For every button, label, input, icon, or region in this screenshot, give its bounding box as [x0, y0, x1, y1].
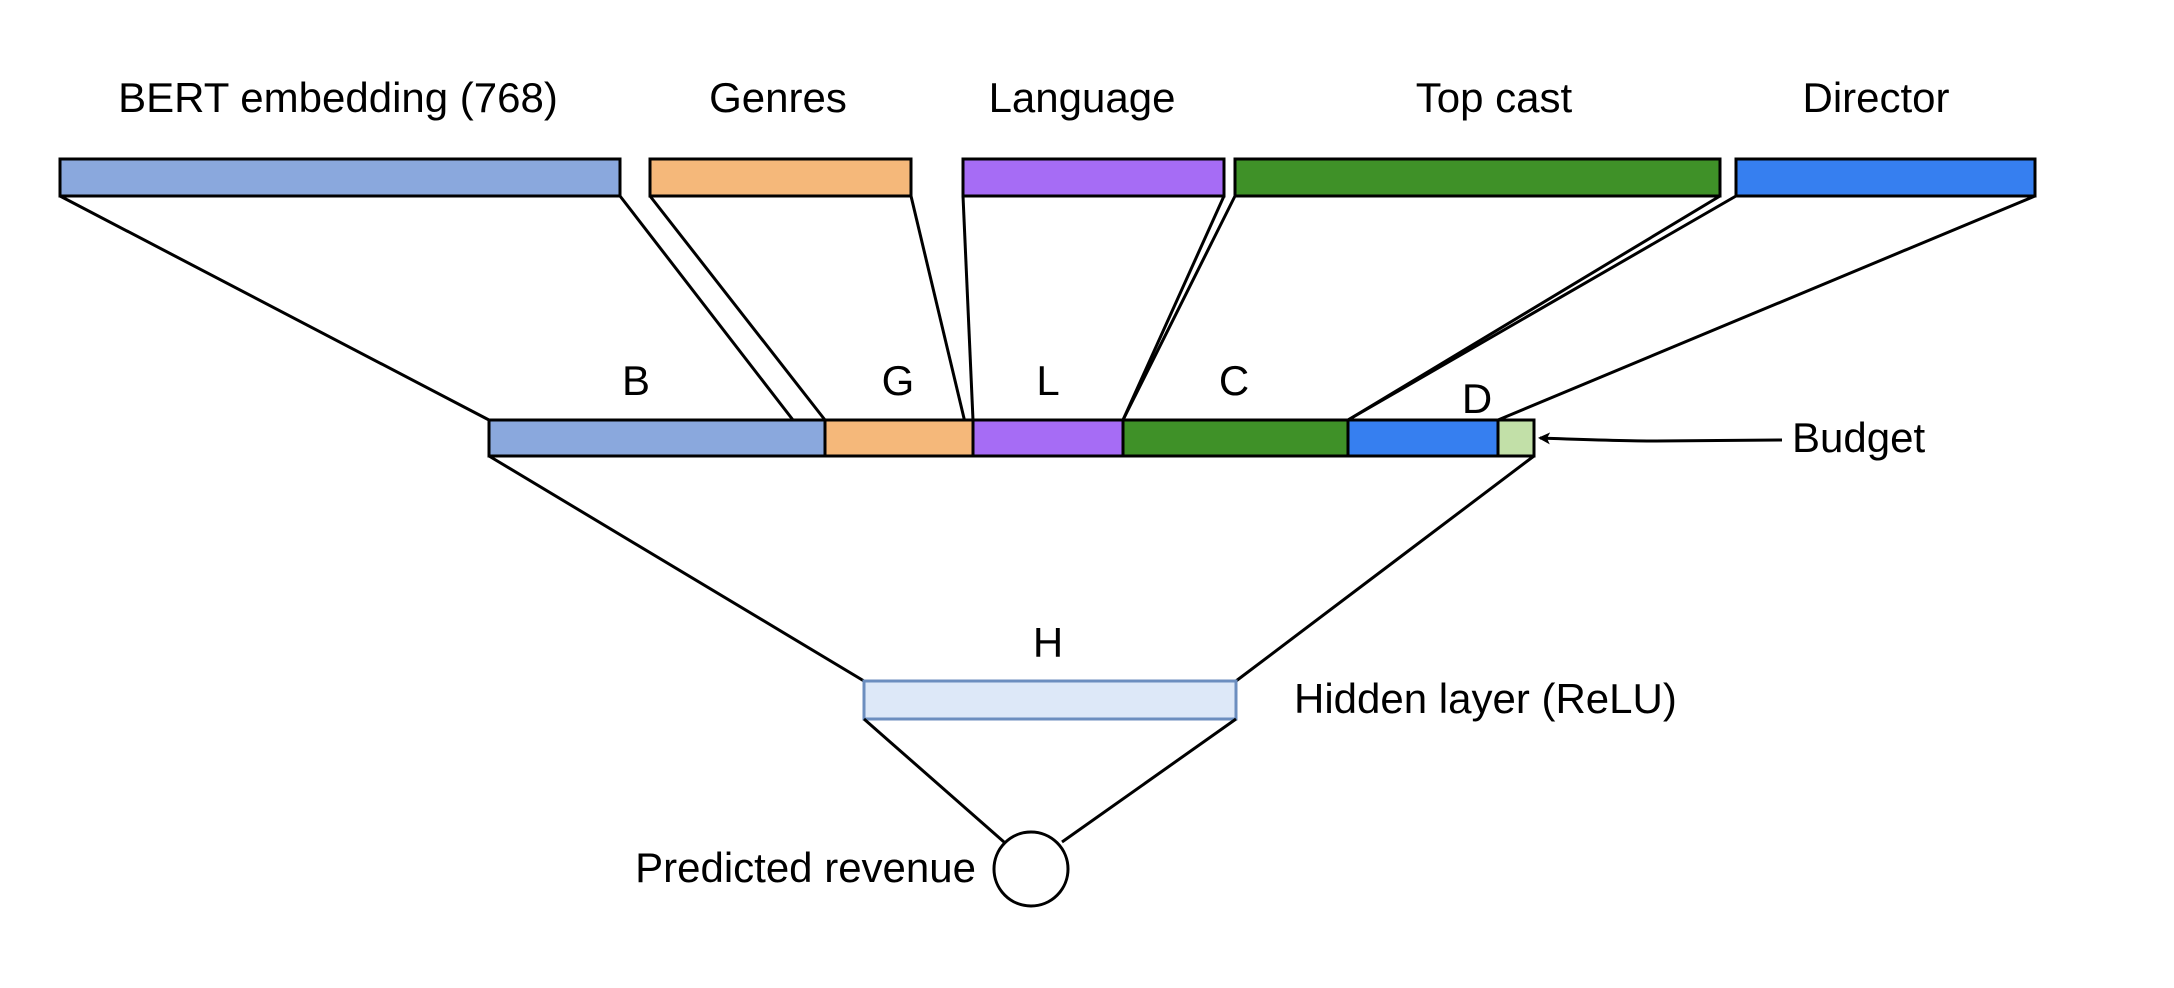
segment-d — [1346, 418, 1500, 458]
genres-bar — [648, 157, 913, 198]
segment-g — [823, 418, 975, 458]
director-projection-right — [1497, 194, 2036, 422]
hidden-layer-description: Hidden layer (ReLU) — [1294, 675, 1677, 722]
bert-embedding-bar — [58, 157, 622, 198]
language-bar — [961, 157, 1226, 198]
output-label: Predicted revenue — [635, 844, 976, 891]
hidden-layer-letter: H — [1033, 619, 1063, 666]
genres-label: Genres — [709, 74, 847, 121]
hidden-to-output-left — [863, 717, 1005, 844]
bert-embedding-label: BERT embedding (768) — [118, 74, 558, 121]
segment-l-label: L — [1036, 357, 1059, 404]
bert-projection-left — [59, 194, 490, 422]
segment-c-label: C — [1219, 357, 1249, 404]
combined-to-hidden-left — [488, 454, 865, 683]
language-projection-right — [1121, 195, 1226, 421]
segment-d-label: D — [1462, 375, 1492, 422]
hidden-to-output-right — [1061, 717, 1237, 844]
bert-projection-right — [618, 195, 795, 421]
director-bar — [1734, 157, 2037, 198]
combined-to-hidden-right — [1235, 454, 1535, 683]
output-node — [992, 830, 1070, 908]
budget-arrow — [1538, 432, 1783, 445]
hidden-layer-bar — [862, 679, 1238, 721]
genres-projection-left — [648, 195, 827, 421]
director-label: Director — [1802, 74, 1949, 121]
segment-budget — [1496, 418, 1536, 458]
segment-b-label: B — [622, 357, 650, 404]
projection-lines — [59, 194, 2036, 457]
top-cast-projection-left — [1121, 195, 1237, 421]
top-cast-label: Top cast — [1416, 74, 1573, 121]
genres-projection-right — [909, 195, 975, 457]
director-projection-left — [1347, 194, 1737, 422]
language-projection-left — [961, 195, 975, 421]
segment-g-label: G — [882, 357, 915, 404]
segment-c — [1121, 418, 1350, 458]
segment-l — [971, 418, 1125, 458]
budget-label: Budget — [1792, 414, 1925, 461]
language-label: Language — [989, 74, 1176, 121]
segment-b — [487, 418, 827, 458]
top-cast-bar — [1233, 157, 1722, 198]
